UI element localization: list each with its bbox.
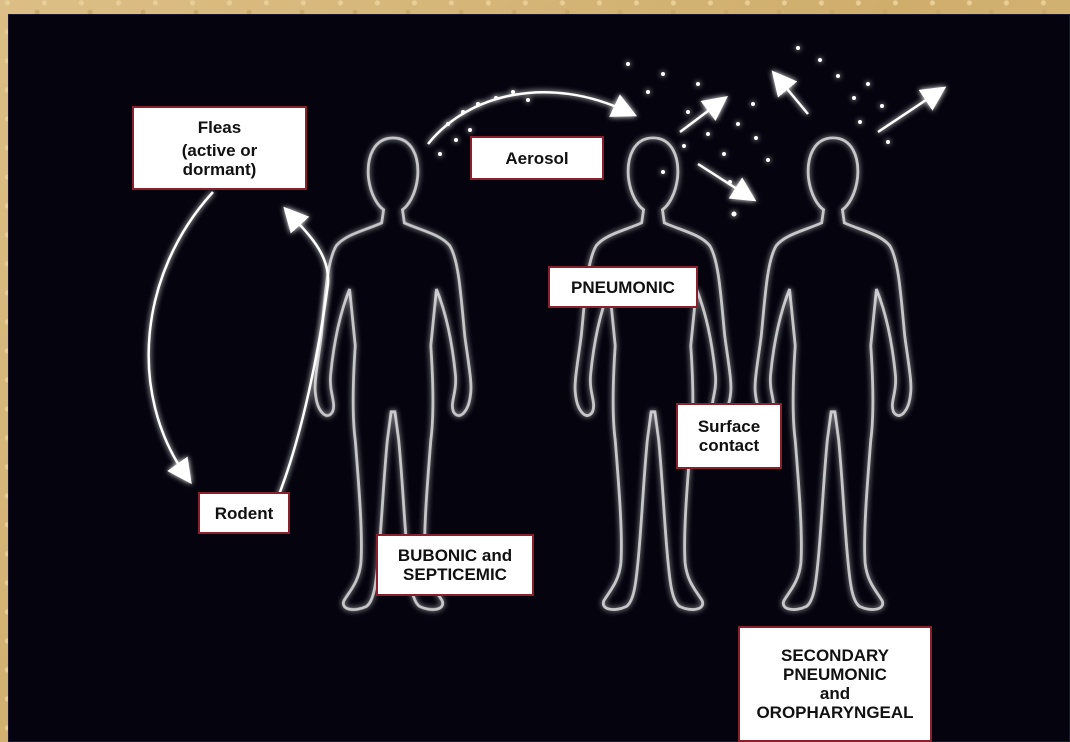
- label-fleas: Fleas (active or dormant): [132, 106, 307, 190]
- figure-pneumonic: [575, 138, 731, 610]
- label-secondary: SECONDARY PNEUMONIC and OROPHARYNGEAL: [738, 626, 932, 742]
- label-rodent: Rodent: [198, 492, 290, 534]
- cycle-arrow-down: [149, 192, 213, 476]
- label-fleas-subtitle: (active or dormant): [182, 141, 258, 179]
- flea-rodent-cycle: [149, 192, 328, 497]
- label-fleas-title: Fleas: [198, 118, 241, 137]
- figure-secondary: [755, 138, 911, 610]
- aerosol-droplets: [438, 46, 890, 217]
- label-aerosol: Aerosol: [470, 136, 604, 180]
- diagram-frame: Fleas (active or dormant) Aerosol PNEUMO…: [8, 14, 1070, 742]
- label-surface-contact: Surface contact: [676, 403, 782, 469]
- label-bubonic: BUBONIC and SEPTICEMIC: [376, 534, 534, 596]
- label-pneumonic: PNEUMONIC: [548, 266, 698, 308]
- cycle-arrow-up: [278, 214, 328, 497]
